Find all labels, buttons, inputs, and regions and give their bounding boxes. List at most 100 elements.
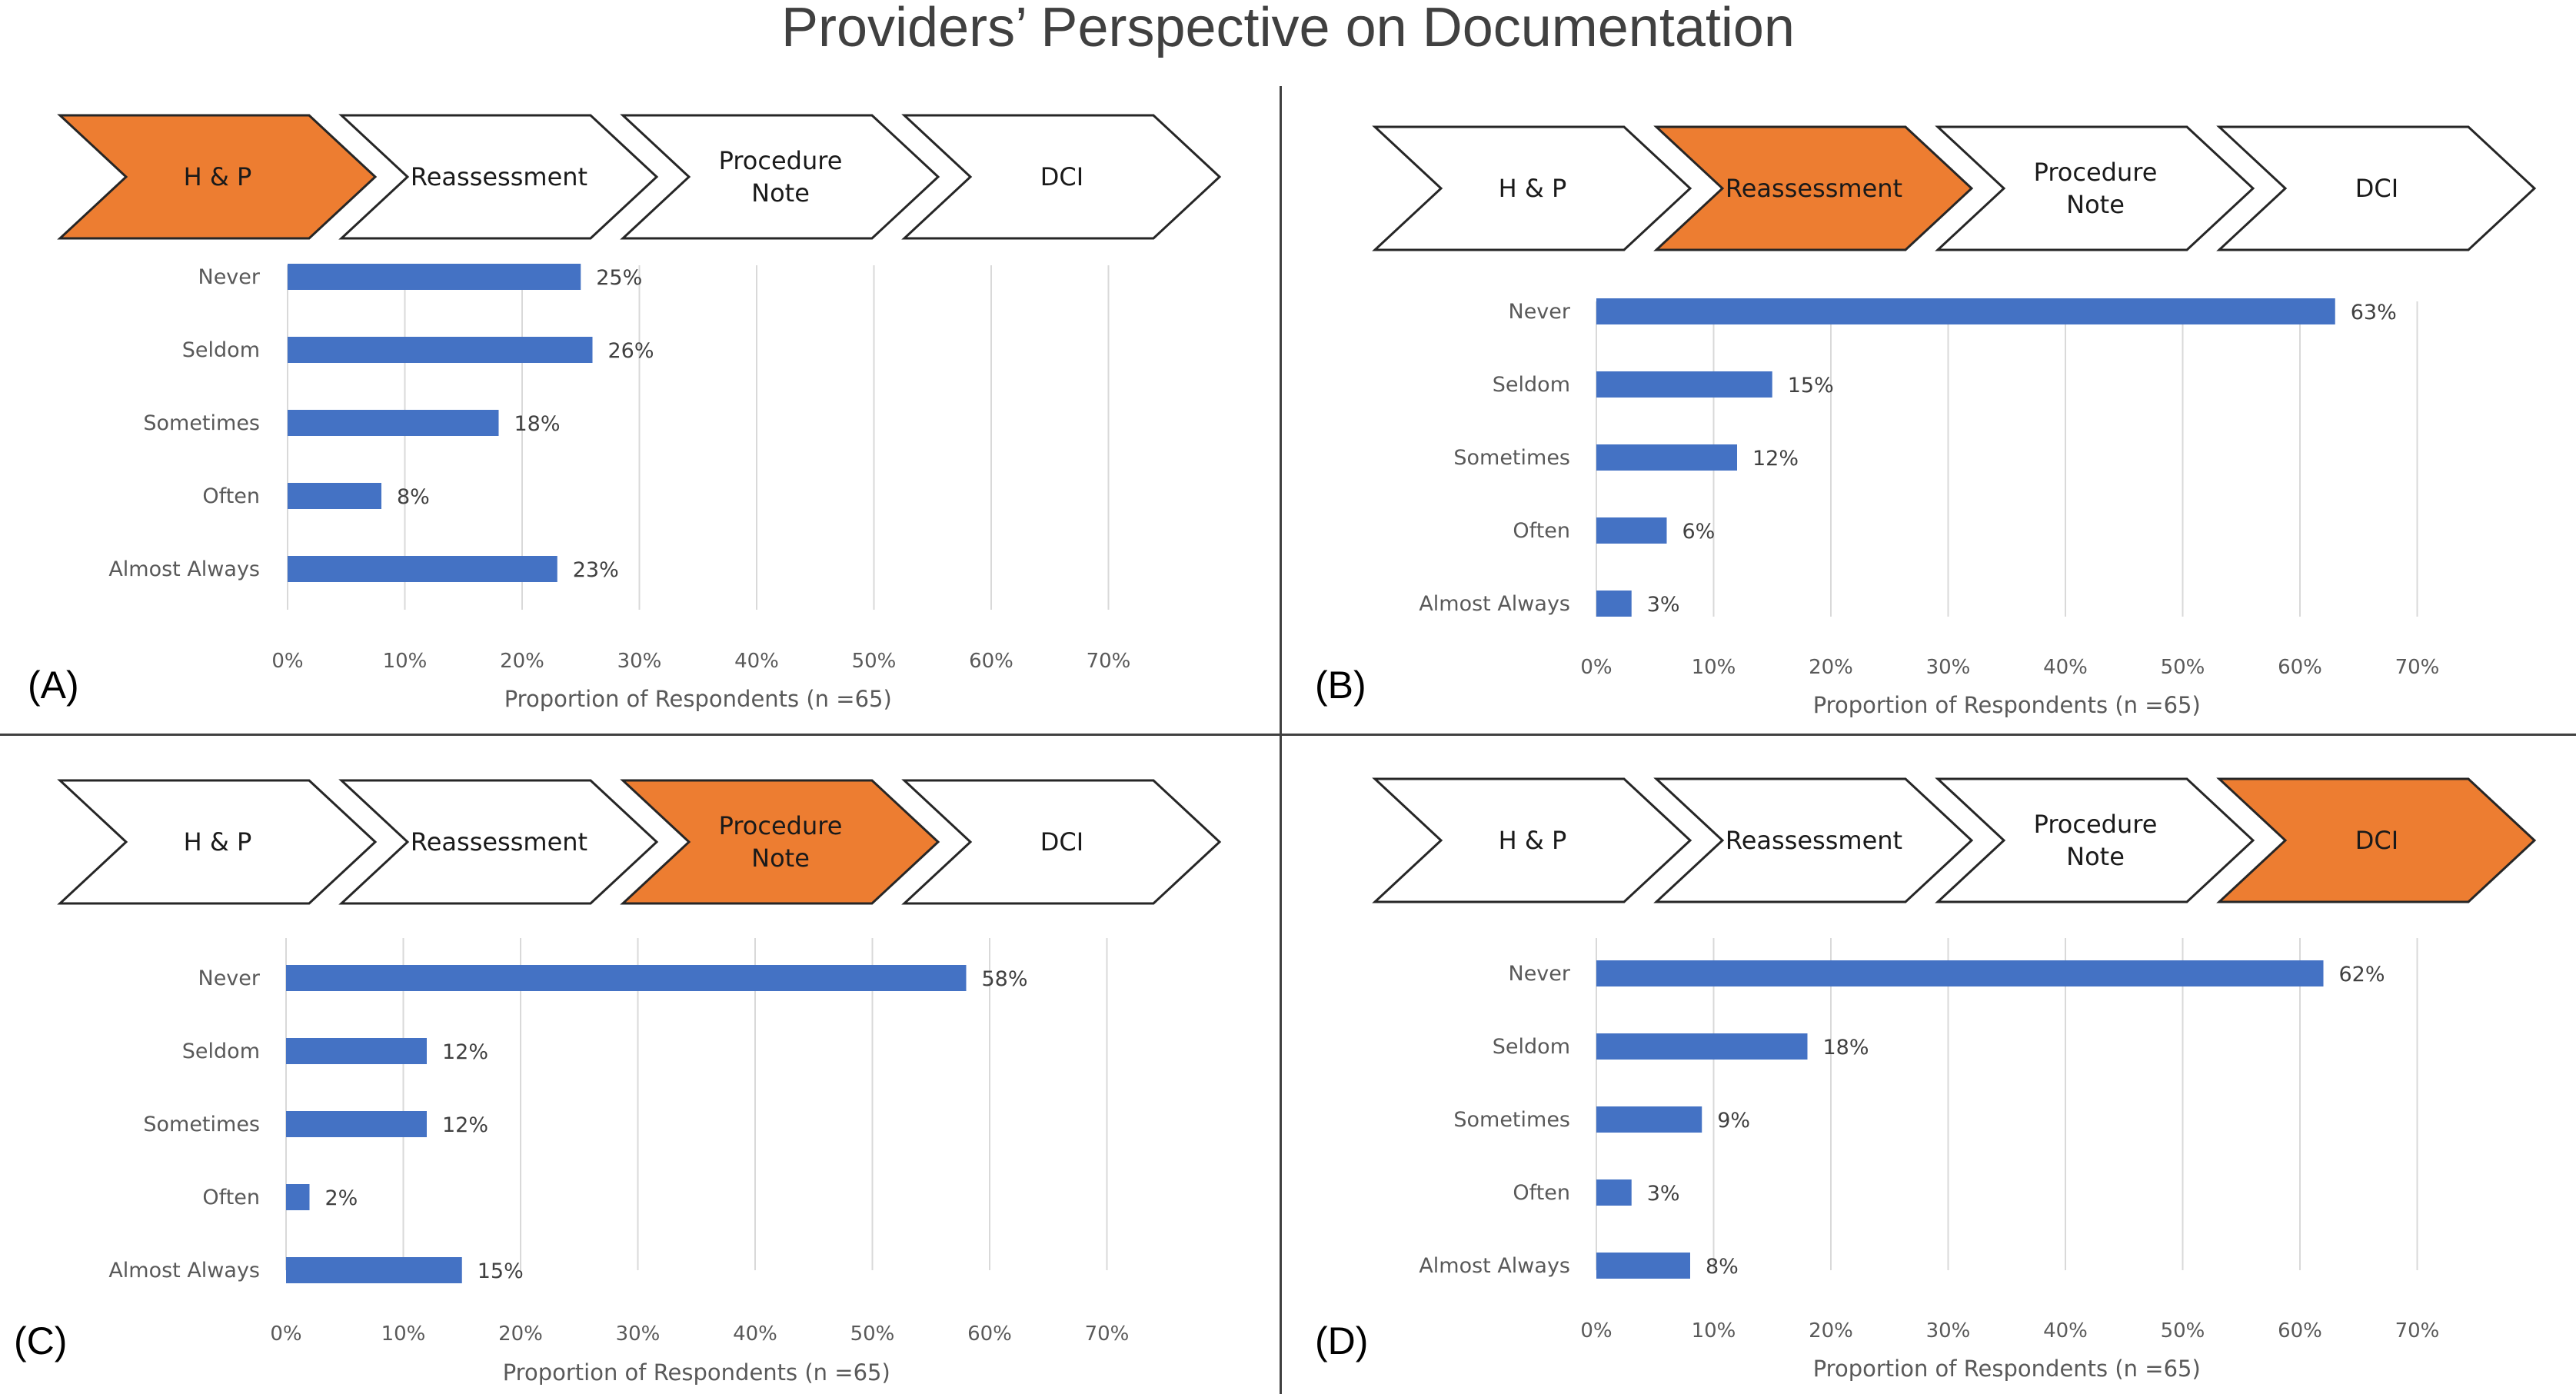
value-label: 23% [573, 558, 619, 582]
bar [1596, 298, 2335, 324]
panel-label-a: (A) [28, 664, 79, 707]
bar [286, 1038, 427, 1064]
x-axis-label: Proportion of Respondents (n =65) [1813, 692, 2201, 718]
x-tick-label: 20% [1809, 656, 1853, 679]
stage-chevron [2216, 777, 2537, 903]
x-tick-label: 50% [852, 650, 897, 673]
bar [1596, 1106, 1702, 1133]
x-tick-label: 40% [2043, 656, 2088, 679]
stage-chevron [620, 114, 940, 240]
x-tick-label: 50% [2161, 656, 2205, 679]
panel-label-d: (D) [1315, 1319, 1369, 1362]
stage-label: Note [2066, 190, 2125, 219]
horizontal-divider [0, 734, 2576, 736]
value-label: 18% [514, 412, 561, 436]
x-tick-label: 70% [1087, 650, 1131, 673]
category-label: Often [202, 484, 260, 508]
stage-label: Procedure [719, 146, 843, 175]
category-label: Never [1509, 300, 1571, 324]
page-title: Providers’ Perspective on Documentation [781, 0, 1795, 58]
value-label: 63% [2351, 301, 2397, 324]
category-label: Often [1513, 519, 1570, 543]
x-axis-label: Proportion of Respondents (n =65) [1813, 1356, 2201, 1382]
stage-chevron [901, 114, 1222, 240]
stage-label: H & P [1499, 826, 1567, 855]
bar [1596, 1179, 1632, 1206]
bar [286, 1111, 427, 1137]
bar [1596, 960, 2324, 986]
category-label: Never [198, 265, 261, 289]
x-tick-label: 10% [383, 650, 428, 673]
category-label: Often [202, 1186, 260, 1209]
value-label: 18% [1823, 1036, 1869, 1060]
value-label: 2% [325, 1186, 358, 1210]
x-tick-label: 50% [850, 1322, 895, 1346]
x-axis-label: Proportion of Respondents (n =65) [503, 1359, 890, 1386]
x-tick-label: 20% [1809, 1319, 1853, 1342]
category-label: Sometimes [143, 1113, 260, 1136]
panel-label-b: (B) [1315, 664, 1366, 707]
x-tick-label: 10% [1692, 1319, 1736, 1342]
bar [1596, 1253, 1690, 1279]
x-tick-label: 30% [1926, 656, 1971, 679]
stage-label: H & P [184, 827, 252, 857]
category-label: Seldom [182, 338, 260, 362]
x-tick-label: 70% [1085, 1322, 1130, 1346]
x-tick-label: 70% [2395, 656, 2440, 679]
bar [1596, 591, 1632, 617]
bar [288, 556, 557, 582]
bar [288, 264, 581, 290]
bar [288, 410, 499, 436]
panel-label-c: (C) [14, 1319, 68, 1362]
value-label: 62% [2339, 963, 2385, 986]
category-label: Almost Always [108, 1259, 260, 1283]
x-tick-label: 0% [1580, 656, 1612, 679]
stage-label: Note [751, 178, 810, 208]
x-tick-label: 50% [2161, 1319, 2205, 1342]
stage-chevron [2216, 125, 2537, 251]
x-tick-label: 40% [2043, 1319, 2088, 1342]
vertical-divider [1280, 86, 1282, 1394]
value-label: 58% [982, 967, 1028, 991]
value-label: 15% [478, 1259, 524, 1283]
stage-chevron [901, 779, 1222, 905]
stage-label: DCI [2355, 826, 2398, 855]
stage-label: DCI [1040, 827, 1083, 857]
x-tick-label: 0% [271, 650, 303, 673]
stage-label: Note [751, 843, 810, 873]
category-label: Seldom [1493, 373, 1570, 397]
category-label: Almost Always [1419, 592, 1570, 616]
x-tick-label: 40% [734, 650, 779, 673]
stage-chevron [1935, 125, 2255, 251]
bar [288, 337, 593, 363]
stage-label: Reassessment [1726, 174, 1902, 203]
stage-chevron [1653, 777, 1974, 903]
category-label: Seldom [182, 1040, 260, 1063]
stage-label: DCI [2355, 174, 2398, 203]
value-label: 9% [1717, 1109, 1750, 1133]
value-label: 3% [1647, 593, 1680, 617]
category-label: Sometimes [1453, 446, 1570, 470]
x-tick-label: 40% [733, 1322, 777, 1346]
x-tick-label: 60% [969, 650, 1013, 673]
value-label: 6% [1682, 520, 1716, 544]
stage-label: H & P [184, 162, 252, 191]
x-tick-label: 60% [2278, 656, 2322, 679]
value-label: 12% [442, 1113, 488, 1137]
category-label: Never [198, 966, 261, 990]
x-tick-label: 60% [2278, 1319, 2322, 1342]
value-label: 25% [596, 266, 642, 290]
stage-chevron [338, 114, 659, 240]
value-label: 8% [1706, 1255, 1739, 1279]
bar [1596, 444, 1737, 471]
value-label: 3% [1647, 1182, 1680, 1206]
category-label: Almost Always [108, 557, 260, 581]
category-label: Often [1513, 1181, 1570, 1205]
category-label: Sometimes [143, 411, 260, 435]
stage-label: Reassessment [411, 827, 587, 857]
category-label: Almost Always [1419, 1254, 1570, 1278]
